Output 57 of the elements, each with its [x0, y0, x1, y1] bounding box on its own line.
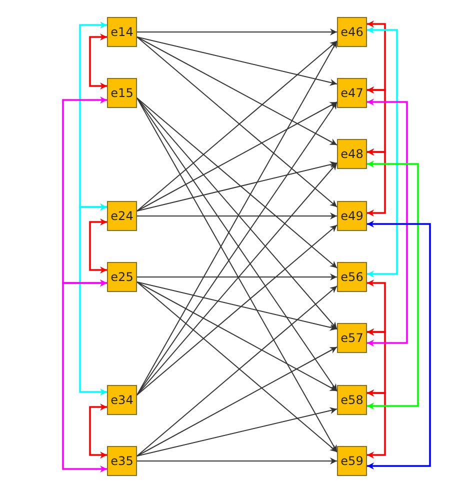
node-box — [337, 201, 367, 231]
node-box — [107, 262, 137, 292]
node-box — [337, 385, 367, 415]
node-box — [337, 78, 367, 108]
arrow — [367, 390, 386, 458]
arrow — [367, 160, 419, 410]
node-label: e59 — [340, 454, 364, 468]
node-label: e46 — [340, 25, 364, 39]
arrow — [89, 218, 107, 274]
arrow — [136, 98, 338, 330]
node-box — [107, 78, 137, 108]
arrow — [136, 274, 338, 280]
arrow — [136, 346, 338, 456]
arrow — [136, 102, 338, 212]
arrow — [136, 224, 338, 396]
arrow — [89, 404, 107, 458]
node-label: e58 — [340, 393, 364, 407]
node-label: e56 — [340, 270, 364, 284]
node-box — [107, 385, 137, 415]
arrow — [62, 280, 107, 472]
arrow — [136, 162, 338, 396]
node-label: e15 — [110, 86, 134, 100]
node-label: e25 — [110, 270, 134, 284]
node-box — [337, 17, 367, 47]
arrow — [367, 26, 398, 278]
node-label: e47 — [340, 86, 364, 100]
arrow — [136, 36, 338, 86]
arrow — [136, 98, 338, 268]
node-label: e34 — [110, 393, 134, 407]
node-label: e57 — [340, 331, 364, 345]
arrow — [367, 98, 408, 346]
node-box — [337, 262, 367, 292]
arrow — [136, 458, 338, 464]
node-label: e35 — [110, 454, 134, 468]
node-box — [107, 201, 137, 231]
arrow — [136, 36, 338, 146]
arrow — [89, 34, 107, 90]
arrow — [79, 204, 107, 396]
arrow — [367, 148, 386, 216]
arrow — [136, 98, 338, 452]
node-box — [337, 446, 367, 476]
arrow — [136, 40, 338, 396]
node-box — [107, 17, 137, 47]
node-box — [107, 446, 137, 476]
node-label: e24 — [110, 209, 134, 223]
arrow — [136, 161, 338, 212]
arrow — [136, 282, 338, 331]
node-label: e14 — [110, 25, 134, 39]
arrow — [136, 282, 338, 392]
node-label: e48 — [340, 147, 364, 161]
node-box — [337, 139, 367, 169]
node-box — [337, 323, 367, 353]
arrow — [136, 28, 338, 36]
arrow — [136, 407, 338, 456]
node-label: e49 — [340, 209, 364, 223]
arrow — [136, 212, 338, 220]
arrow — [367, 220, 431, 470]
